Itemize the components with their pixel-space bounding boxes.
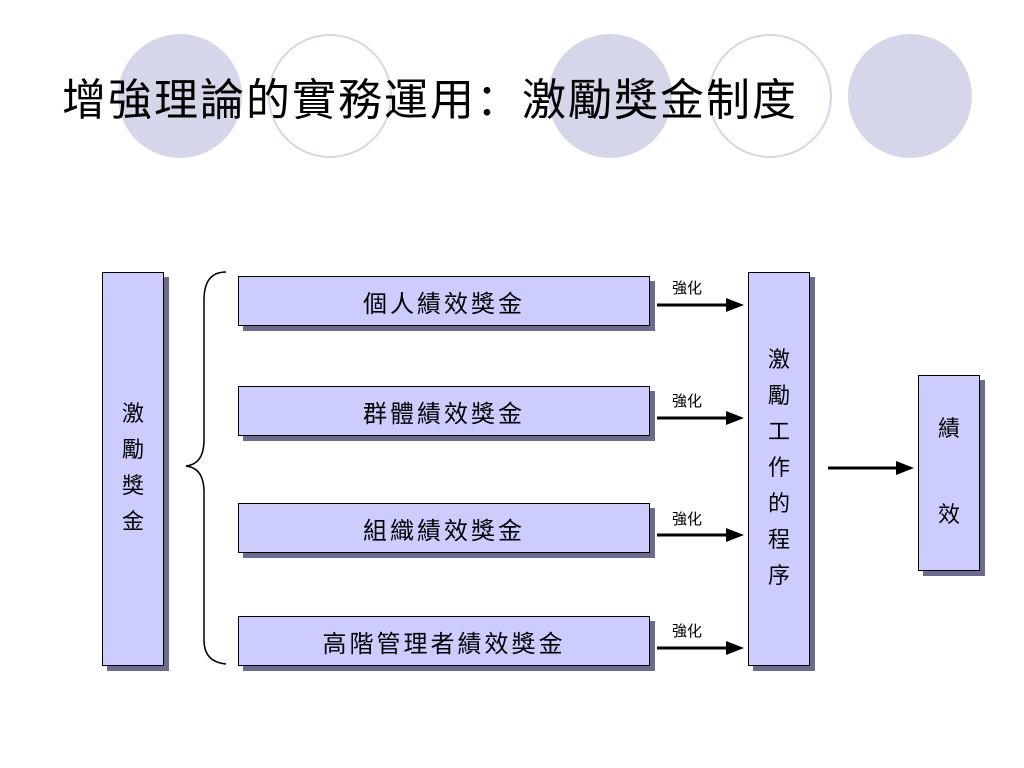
arrow-2 bbox=[657, 411, 744, 425]
bonus-label: 組織績效獎金 bbox=[363, 516, 525, 545]
bonus-label: 個人績效獎金 bbox=[363, 289, 525, 318]
decor-circle-2 bbox=[268, 34, 392, 158]
process-box: 激勵工作的程序 bbox=[748, 272, 810, 666]
decor-circle-5 bbox=[848, 34, 972, 158]
reinforce-label-4: 強化 bbox=[672, 622, 703, 640]
decor-circle-1 bbox=[118, 34, 242, 158]
process-label: 激勵工作的程序 bbox=[767, 348, 790, 589]
reinforce-label-2: 強化 bbox=[672, 392, 703, 410]
bonus-box-executive: 高階管理者績效獎金 bbox=[238, 616, 650, 666]
arrow-3 bbox=[657, 528, 744, 542]
arrow-to-result bbox=[828, 461, 914, 475]
bonus-label: 高階管理者績效獎金 bbox=[322, 629, 566, 658]
incentive-bonus-label: 激勵獎金 bbox=[121, 402, 144, 535]
bonus-box-group: 群體績效獎金 bbox=[238, 386, 650, 436]
decor-circle-4 bbox=[708, 34, 832, 158]
brace-icon bbox=[185, 271, 227, 665]
bonus-box-organization: 組織績效獎金 bbox=[238, 503, 650, 553]
bonus-label: 群體績效獎金 bbox=[363, 399, 525, 428]
reinforce-label-3: 強化 bbox=[672, 510, 703, 528]
decor-circle-3 bbox=[548, 34, 672, 158]
arrow-1 bbox=[657, 298, 744, 312]
incentive-bonus-box: 激勵獎金 bbox=[102, 272, 164, 666]
arrow-4 bbox=[657, 641, 744, 655]
reinforce-label-1: 強化 bbox=[672, 279, 703, 297]
bonus-box-individual: 個人績效獎金 bbox=[238, 276, 650, 326]
slide-title: 增強理論的實務運用：激勵獎金制度 bbox=[62, 75, 798, 126]
performance-box: 績效 bbox=[918, 375, 980, 571]
performance-label: 績效 bbox=[937, 417, 960, 528]
